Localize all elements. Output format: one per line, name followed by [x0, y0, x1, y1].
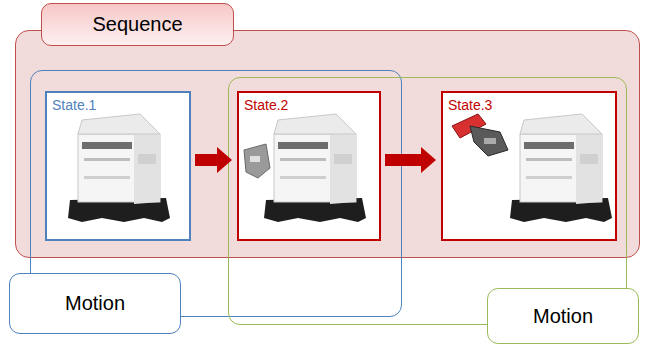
state-label: State.1 — [52, 97, 96, 113]
sequence-region: SequenceState.1State.2State.3 — [15, 30, 640, 258]
flow-arrow — [195, 147, 232, 173]
state-box: State.2 — [237, 91, 381, 241]
motion-label-box: Motion — [9, 273, 181, 334]
sequence-tab: Sequence — [41, 3, 234, 46]
state-label: State.2 — [244, 97, 288, 113]
removed-part — [452, 114, 508, 156]
removed-part — [244, 144, 270, 178]
flow-arrow — [385, 147, 436, 173]
printer-figure — [68, 114, 170, 222]
motion-group: Motion — [228, 77, 627, 325]
motion-label-box: Motion — [487, 288, 639, 344]
printer-figure — [510, 114, 612, 222]
state-label: State.3 — [448, 97, 492, 113]
sequence-title: Sequence — [92, 13, 182, 36]
motion-label: Motion — [65, 292, 125, 315]
state-box: State.3 — [441, 91, 617, 241]
printer-figure — [264, 114, 366, 222]
state-box: State.1 — [45, 91, 191, 241]
motion-label: Motion — [533, 305, 593, 328]
